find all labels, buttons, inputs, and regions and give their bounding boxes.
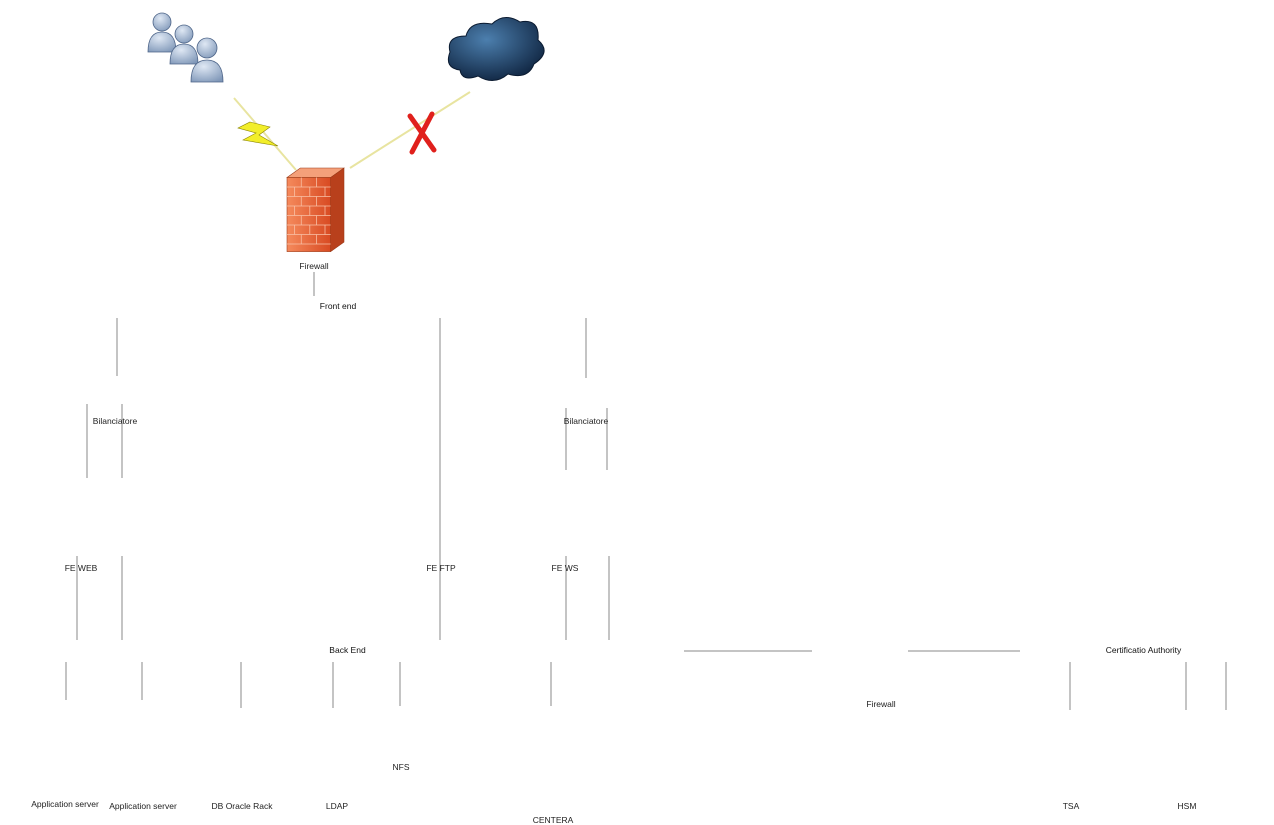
internet-cloud-icon bbox=[447, 17, 545, 81]
red-x-icon bbox=[407, 111, 437, 155]
users-link bbox=[233, 97, 297, 171]
firewall-top-label: Firewall bbox=[299, 261, 329, 271]
application-server-2-label: Application server bbox=[109, 801, 177, 811]
cloud-link bbox=[349, 91, 471, 169]
firewall-middle-label: Firewall bbox=[866, 699, 896, 709]
centera-label: CENTERA bbox=[532, 815, 574, 825]
fe-web-label: FE WEB bbox=[64, 563, 98, 573]
lightning-icon bbox=[237, 121, 279, 147]
application-server-1-label: Application server bbox=[31, 799, 99, 809]
front-end-bus-label: Front end bbox=[319, 301, 357, 311]
certification-authority-bus-label: Certificatio Authority bbox=[1105, 645, 1182, 655]
db-oracle-rack-label: DB Oracle Rack bbox=[211, 801, 273, 811]
tsa-label: TSA bbox=[1062, 801, 1080, 811]
firewall-top bbox=[286, 167, 345, 252]
fe-ftp-label: FE FTP bbox=[426, 563, 456, 573]
users-icon bbox=[147, 12, 224, 83]
nfs-label: NFS bbox=[392, 762, 410, 772]
hsm-label: HSM bbox=[1177, 801, 1197, 811]
ldap-label: LDAP bbox=[325, 801, 349, 811]
back-end-bus-label: Back End bbox=[329, 645, 366, 655]
fe-ws-label: FE WS bbox=[551, 563, 579, 573]
load-balancer-left-label: Bilanciatore bbox=[92, 416, 138, 426]
load-balancer-right-label: Bilanciatore bbox=[563, 416, 609, 426]
